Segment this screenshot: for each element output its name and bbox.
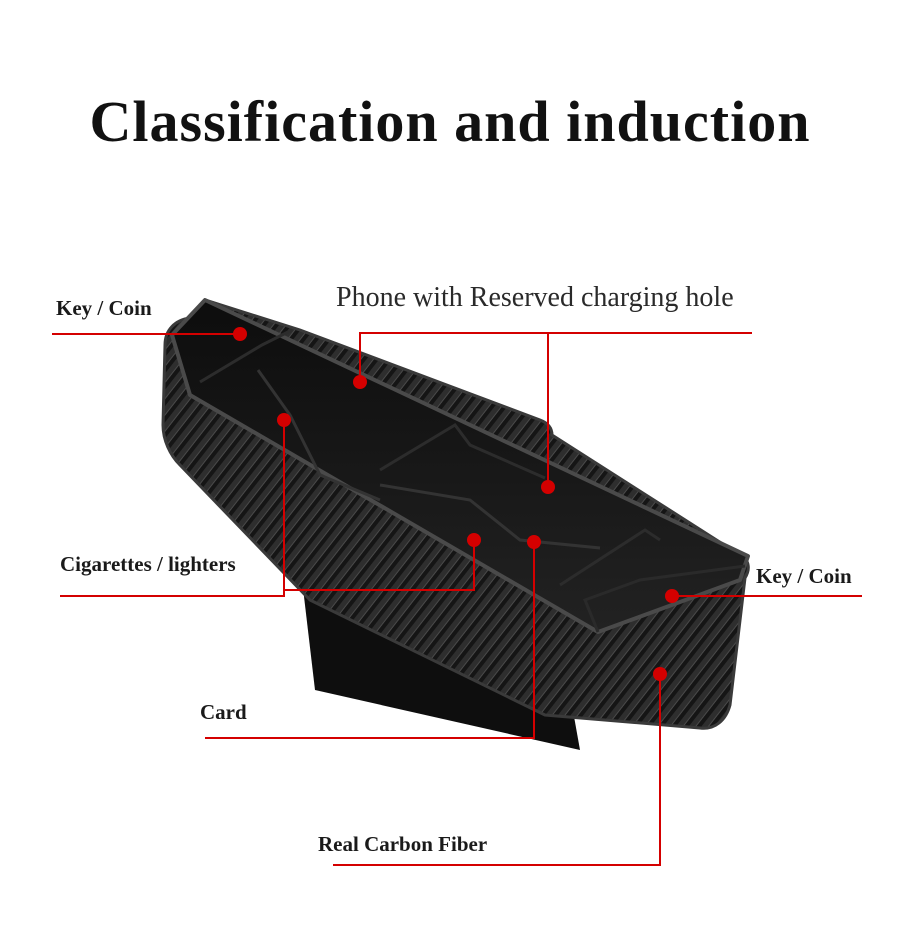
page-title: Classification and induction	[89, 89, 811, 154]
label-cigarettes: Cigarettes / lighters	[60, 552, 236, 576]
leader-carbon-fiber	[333, 674, 661, 866]
dot-key-coin-left	[233, 327, 247, 341]
leader-cigarettes-branch	[284, 540, 475, 591]
dot-cigarettes-2	[467, 533, 481, 547]
leader-lines	[52, 332, 862, 866]
dot-key-coin-right	[665, 589, 679, 603]
label-key-coin-right: Key / Coin	[756, 564, 852, 588]
dot-phone-2	[541, 480, 555, 494]
label-key-coin-left: Key / Coin	[56, 296, 152, 320]
label-card: Card	[200, 700, 247, 724]
label-carbon-fiber: Real Carbon Fiber	[318, 832, 488, 856]
dot-card	[527, 535, 541, 549]
dot-cigarettes-1	[277, 413, 291, 427]
leader-card	[205, 542, 535, 739]
dot-phone-1	[353, 375, 367, 389]
marker-dots	[233, 327, 679, 681]
organizer-top-opening	[170, 298, 750, 634]
label-phone-hole: Phone with Reserved charging hole	[336, 282, 734, 313]
dot-carbon-fiber	[653, 667, 667, 681]
leader-cigarettes	[60, 420, 285, 597]
leader-phone-hole	[359, 332, 752, 380]
